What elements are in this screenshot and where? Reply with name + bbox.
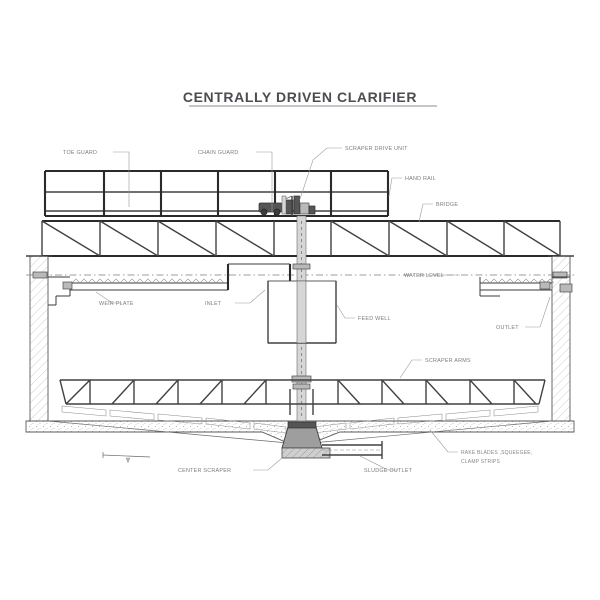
scale-marker xyxy=(102,452,151,464)
label-feed-well: FEED WELL xyxy=(358,316,391,322)
bridge-diagonal-1 xyxy=(41,220,101,257)
floor-slope-left xyxy=(47,420,289,444)
feed-well-assembly xyxy=(267,280,337,344)
leader-rake-blades xyxy=(429,429,458,453)
label-scraper-arms: SCRAPER ARMS xyxy=(425,358,471,364)
rake-blade-8 xyxy=(397,413,443,425)
drive-wheel-right xyxy=(273,208,281,216)
leader-scraper-drive-unit xyxy=(299,147,342,200)
label-rake-blades-line1: RAKE BLADES ,SQUEEGEE, xyxy=(461,450,532,456)
scraper-truss-diagonal-9 xyxy=(469,379,493,405)
scraper-truss-left-end xyxy=(59,379,67,405)
scraper-truss-diagonal-5 xyxy=(243,379,267,405)
page-title-text: CENTRALLY DRIVEN CLARIFIER xyxy=(183,89,417,105)
leader-inlet xyxy=(235,289,266,304)
label-handrail: HAND RAIL xyxy=(405,176,436,182)
drive-brace-b xyxy=(292,195,301,201)
label-inlet: INLET xyxy=(205,301,222,307)
right-launder-outlet xyxy=(479,276,573,297)
drive-coupling-block xyxy=(299,202,310,215)
scale-bar-line xyxy=(102,454,151,458)
label-sludge-outlet: SLUDGE OUTLET xyxy=(364,468,413,474)
annotation-labels: TOE GUARD CHAIN GUARD SCRAPER DRIVE UNIT… xyxy=(63,146,532,474)
scraper-truss-diagonal-8 xyxy=(425,379,449,405)
left-wall-pipe-penetration xyxy=(32,271,48,279)
scraper-truss-diagonal-2 xyxy=(111,379,135,405)
leader-handrail xyxy=(388,177,402,197)
label-weir-plate: WEIR PLATE xyxy=(99,301,134,307)
label-bridge: BRIDGE xyxy=(436,202,458,208)
leader-weir-plate xyxy=(95,291,122,304)
leader-center-scraper xyxy=(253,457,283,471)
leader-outlet xyxy=(525,296,551,328)
rake-blade-4 xyxy=(205,417,251,430)
scraper-truss-right-end xyxy=(538,379,546,405)
bridge-diagonal-7 xyxy=(446,220,505,257)
leader-scraper-arms xyxy=(399,359,422,379)
bridge-diagonal-5 xyxy=(330,220,390,257)
bridge-diagonal-8 xyxy=(503,220,561,257)
drive-reducer-housing xyxy=(293,195,300,215)
rake-blade-6 xyxy=(493,405,539,417)
label-scraper-drive-unit: SCRAPER DRIVE UNIT xyxy=(345,146,408,152)
bridge-diagonal-4 xyxy=(215,220,275,257)
scraper-arms-truss xyxy=(59,379,546,415)
label-center-scraper: CENTER SCRAPER xyxy=(178,468,231,474)
label-outlet: OUTLET xyxy=(496,325,519,331)
left-tank-wall xyxy=(29,255,49,422)
left-weir-bracket xyxy=(62,281,73,290)
leader-chain-guard xyxy=(256,151,273,212)
drive-wheel-left xyxy=(260,208,268,216)
rake-blade-7 xyxy=(445,409,491,421)
rake-blade-9 xyxy=(349,417,395,430)
center-shaft-through-feedwell xyxy=(296,280,307,344)
bridge-diagonal-3 xyxy=(157,220,217,257)
label-rake-blades-line2: CLAMP STRIPS xyxy=(461,459,500,465)
bridge-diagonal-2 xyxy=(99,220,159,257)
right-wall-pipe-penetration xyxy=(552,271,568,279)
shaft-collar-lower-2 xyxy=(292,383,311,390)
label-water-level: WATER LEVEL xyxy=(404,273,444,279)
scraper-truss-diagonal-3 xyxy=(155,379,179,405)
sludge-hopper-pocket xyxy=(281,447,331,459)
rake-blade-3 xyxy=(157,413,203,425)
right-weir-bracket xyxy=(539,281,551,290)
wall-penetrations xyxy=(32,271,568,279)
bridge-diagonal-6 xyxy=(388,220,448,257)
label-chain-guard: CHAIN GUARD xyxy=(198,150,239,156)
center-scraper-hub xyxy=(287,421,317,429)
scraper-truss-diagonal-1 xyxy=(65,379,91,405)
scraper-drive-unit-assembly xyxy=(258,195,316,216)
scraper-truss-diagonal-4 xyxy=(199,379,223,405)
leader-bridge xyxy=(418,203,433,223)
rake-blade-1 xyxy=(61,405,107,417)
scraper-truss-diagonal-6 xyxy=(337,379,361,405)
label-toe-guard: TOE GUARD xyxy=(63,150,97,156)
handrail-assembly xyxy=(43,169,390,218)
scale-bar-pointer xyxy=(125,457,131,464)
right-weir-serration xyxy=(481,278,555,284)
rake-blade-2 xyxy=(109,409,155,421)
outlet-box xyxy=(559,283,573,293)
leader-lines xyxy=(95,147,551,471)
shaft-collar-lower xyxy=(291,375,312,383)
scraper-truss-diagonal-10 xyxy=(513,379,537,405)
right-tank-wall xyxy=(551,255,571,422)
drive-bearing-block xyxy=(308,205,316,215)
left-weir-serration xyxy=(71,278,225,284)
leader-sludge-outlet xyxy=(359,455,398,471)
page-title: CENTRALLY DRIVEN CLARIFIER xyxy=(183,89,437,107)
chain-guard-plate xyxy=(281,195,287,215)
left-launder-weir xyxy=(48,276,229,306)
center-scraper-cone xyxy=(281,426,323,449)
shaft-collar-upper xyxy=(292,263,311,270)
scraper-truss-diagonal-7 xyxy=(381,379,405,405)
leader-feed-well xyxy=(336,304,355,319)
center-scraper-assembly xyxy=(281,421,383,459)
leader-toe-guard xyxy=(113,151,130,207)
